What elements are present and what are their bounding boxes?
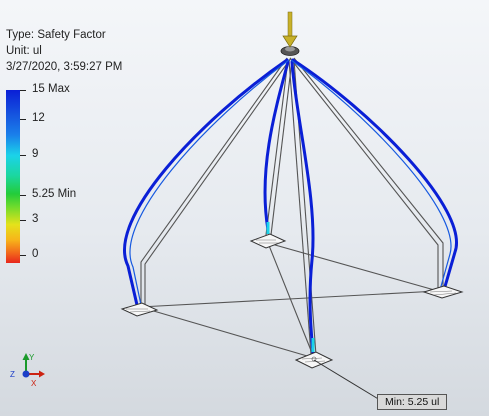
hub — [280, 46, 300, 56]
legend-max-label: 15 Max — [32, 83, 70, 95]
view-triad-icon[interactable]: Y Z X — [6, 350, 46, 390]
legend-label-12: 12 — [32, 112, 45, 124]
legend-label-0: 0 — [32, 248, 39, 260]
legend-label-9: 9 — [32, 148, 39, 160]
load-arrow-icon — [282, 11, 298, 48]
deformed-legs — [123, 58, 458, 355]
result-type: Type: Safety Factor — [6, 29, 106, 41]
triad-z-label: Z — [10, 370, 15, 379]
foot-pad-left — [120, 302, 159, 317]
min-probe-label[interactable]: Min: 5.25 ul — [377, 394, 448, 410]
probe-leader-line — [313, 359, 381, 401]
triad-x-label: X — [31, 379, 37, 388]
legend-label-3: 3 — [32, 213, 39, 225]
result-unit: Unit: ul — [6, 45, 42, 57]
undeformed-frame — [139, 57, 444, 359]
triad-y-label: Y — [29, 353, 35, 362]
result-timestamp: 3/27/2020, 3:59:27 PM — [6, 61, 123, 73]
legend-color-bar — [6, 90, 20, 342]
color-legend: 15 Max 12 9 5.25 Min 3 0 — [6, 83, 96, 264]
foot-pads — [120, 233, 464, 369]
foot-pad-back — [249, 233, 287, 249]
result-info: Type: Safety Factor Unit: ul 3/27/2020, … — [6, 27, 122, 75]
legend-min-label: 5.25 Min — [32, 188, 77, 200]
foot-pad-right — [422, 285, 464, 299]
